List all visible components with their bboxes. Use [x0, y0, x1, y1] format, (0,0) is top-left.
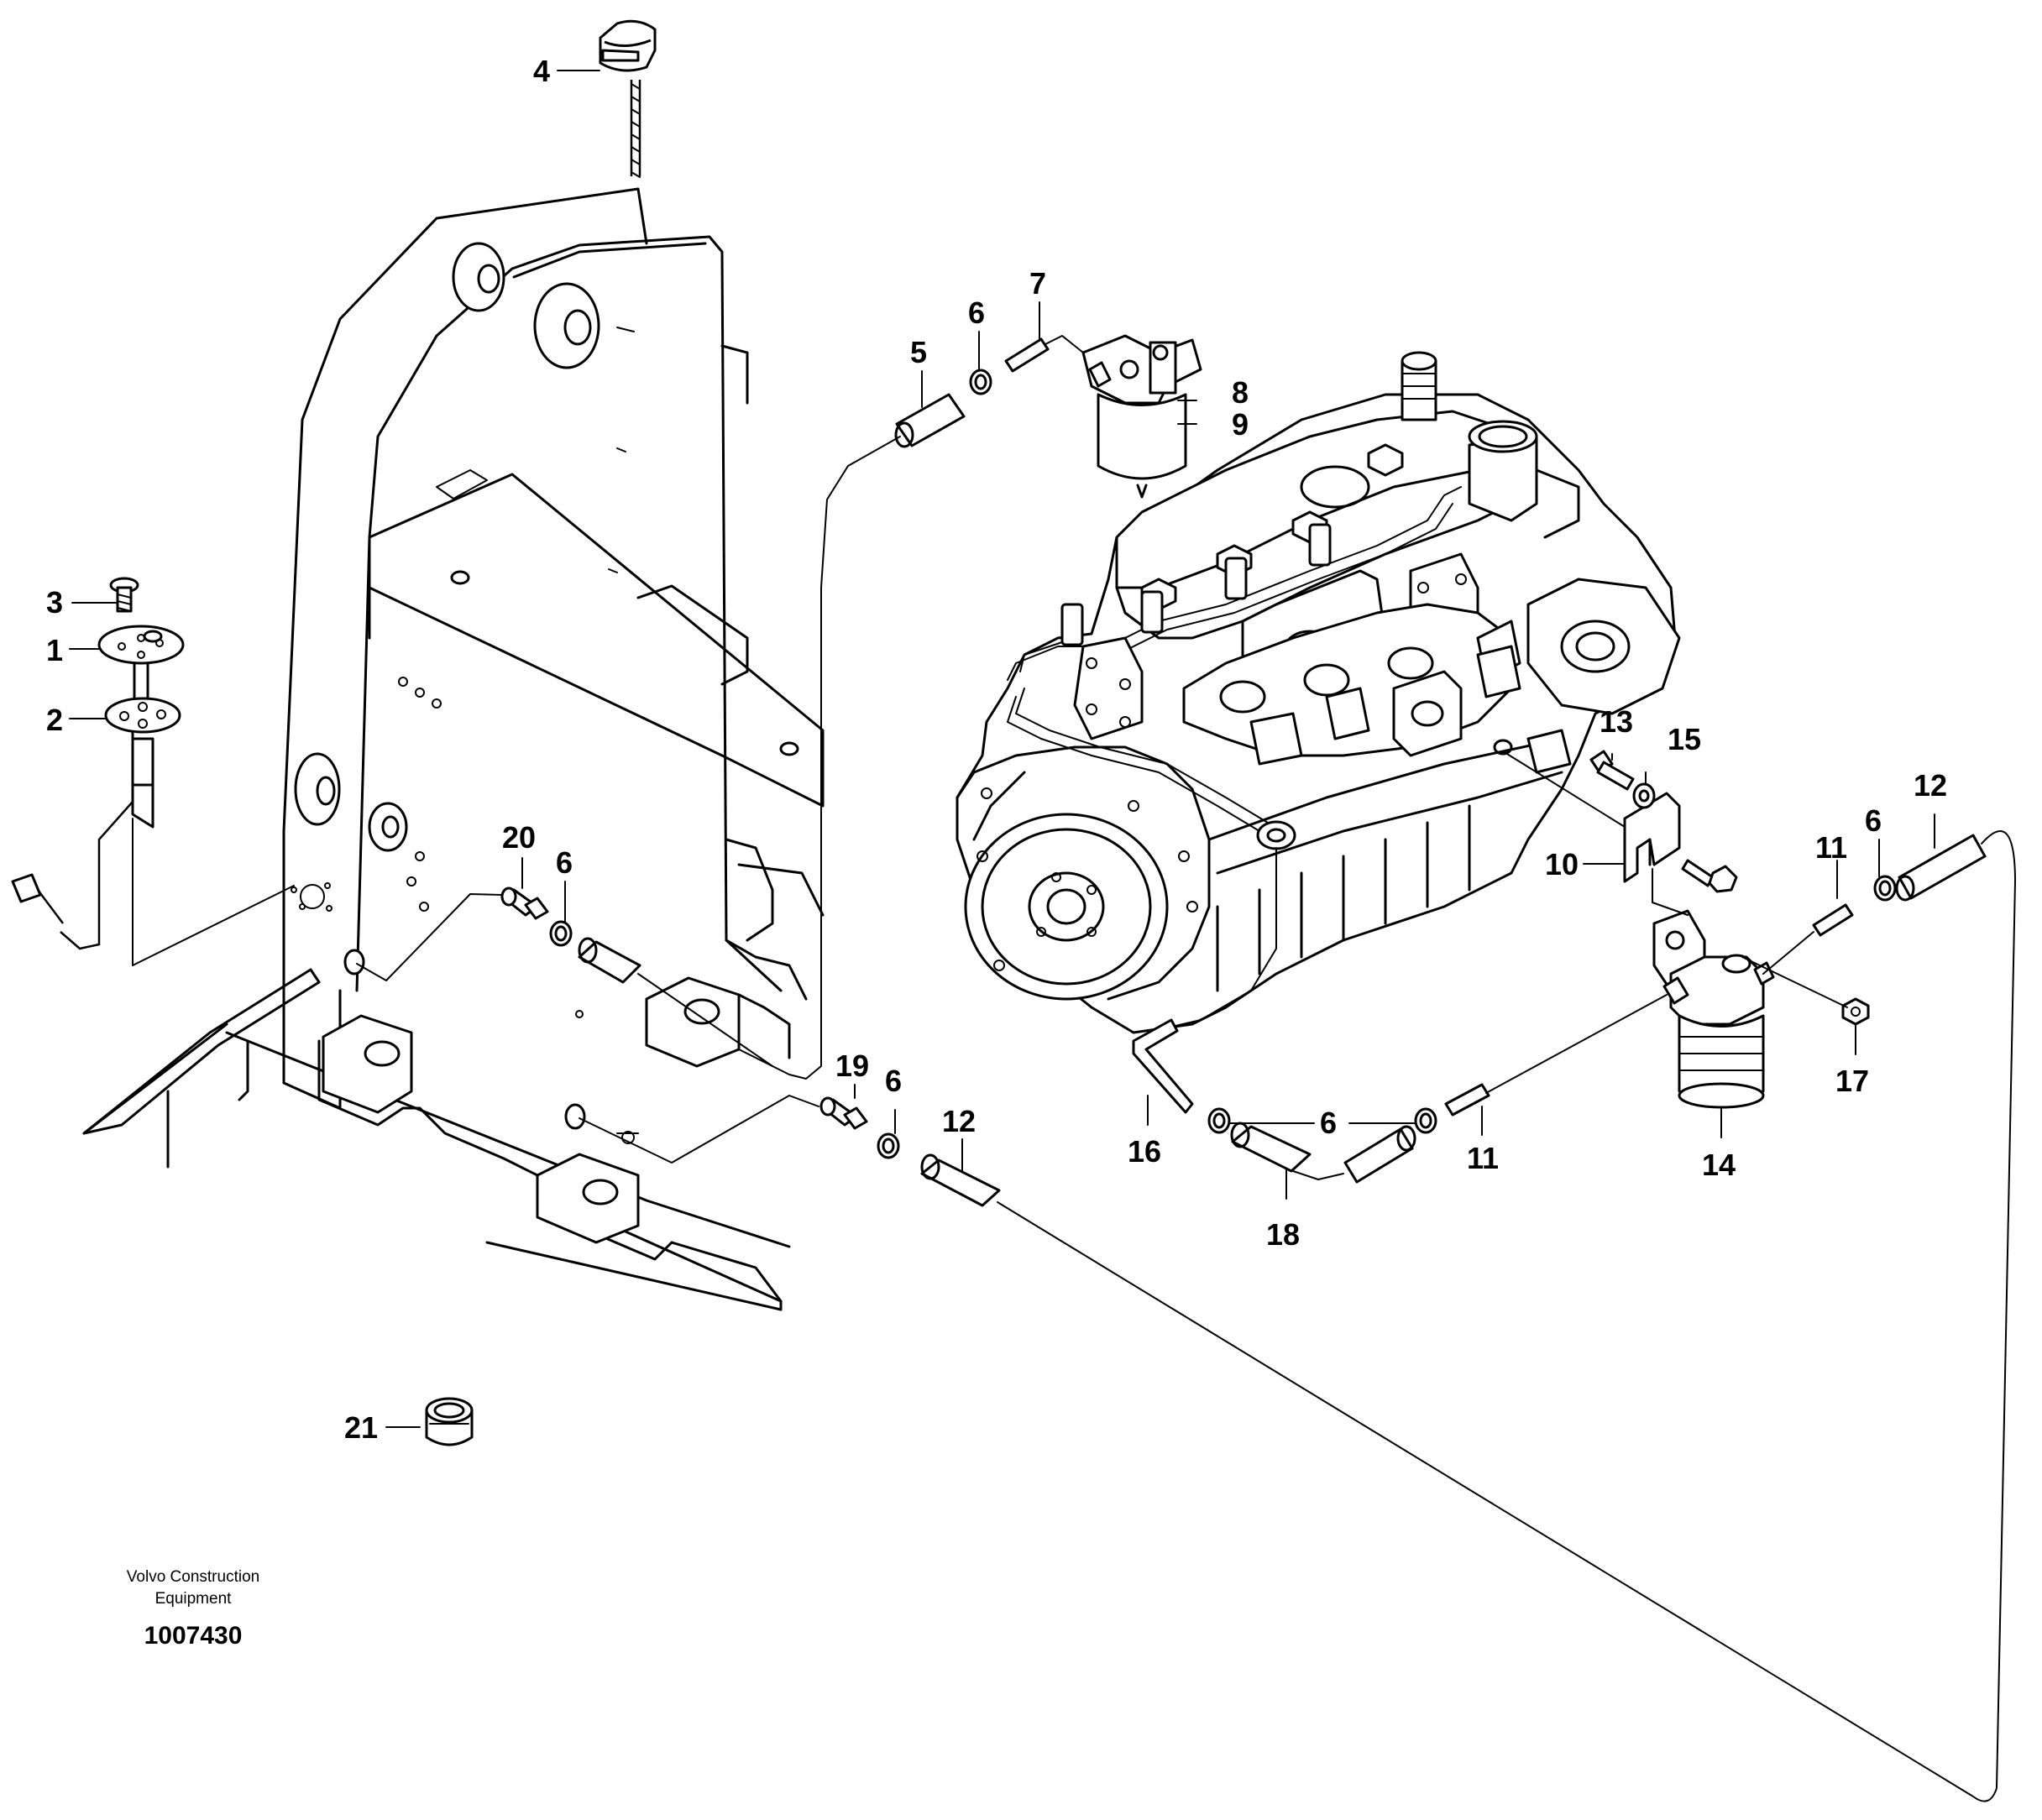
- part-20-fitting: [500, 886, 549, 920]
- callout-6: 6: [556, 845, 573, 880]
- engine-block: [956, 351, 1681, 1034]
- part-5-hose: [894, 393, 966, 448]
- callout-6: 6: [1320, 1106, 1337, 1140]
- callout-19: 19: [835, 1049, 869, 1083]
- callout-14: 14: [1702, 1148, 1736, 1182]
- part-16-bent-pipe: [1132, 1018, 1194, 1114]
- part-17-nut: [1841, 997, 1870, 1026]
- callout-20: 20: [502, 820, 536, 855]
- part-3-screw: [109, 577, 139, 613]
- machine-frame: [82, 187, 825, 1311]
- callout-6: 6: [968, 295, 985, 330]
- part-7-pipe: [1004, 337, 1050, 373]
- hose-piece: [578, 937, 641, 984]
- callout-15: 15: [1668, 722, 1701, 756]
- fuel-lines: [132, 335, 2016, 1802]
- part-21-plug: [425, 1397, 474, 1446]
- callout-12: 12: [942, 1104, 976, 1138]
- drawing-footer: Volvo Construction Equipment 1007430: [127, 1568, 259, 1650]
- part-19-fitting: [819, 1096, 868, 1130]
- callout-3: 3: [46, 585, 63, 620]
- part-11-pipe-upper: [1812, 903, 1854, 937]
- part-14-water-separator: [1652, 909, 1775, 1109]
- callout-4: 4: [533, 54, 550, 88]
- part-15-washer: [1632, 782, 1656, 809]
- part-12-hose-lower: [920, 1153, 1001, 1207]
- callout-labels: 4 3 1 2 5 6 7 8 9 10 13 15 11 6 12 17 14…: [46, 54, 1947, 1445]
- callout-11: 11: [1467, 1141, 1499, 1175]
- part-1-2-fuel-sender: [11, 625, 185, 950]
- part-12-hose-upper: [1895, 834, 1987, 902]
- part-6-hose-clamp: [549, 369, 1897, 1159]
- callout-13: 13: [1600, 704, 1633, 739]
- part-4-fuel-cap: [599, 19, 657, 178]
- part-11-pipe-lower: [1444, 1083, 1490, 1117]
- callout-21: 21: [344, 1410, 378, 1445]
- bracket-bolt: [1681, 859, 1738, 893]
- part-10-bracket: [1623, 792, 1681, 883]
- callout-16: 16: [1128, 1134, 1161, 1169]
- part-13-bolt: [1589, 750, 1635, 791]
- callout-1: 1: [46, 633, 63, 667]
- company-name-line2: Equipment: [155, 1590, 233, 1608]
- callout-8: 8: [1232, 375, 1249, 410]
- callout-9: 9: [1232, 407, 1249, 442]
- callout-17: 17: [1835, 1064, 1869, 1098]
- callout-2: 2: [46, 703, 63, 737]
- leader-lines: [69, 70, 1935, 1428]
- callout-11: 11: [1815, 830, 1847, 865]
- callout-7: 7: [1029, 266, 1046, 301]
- drawing-number: 1007430: [144, 1622, 243, 1650]
- callout-12: 12: [1914, 768, 1947, 803]
- company-name-line1: Volvo Construction: [127, 1568, 259, 1586]
- callout-10: 10: [1545, 847, 1579, 881]
- callout-18: 18: [1266, 1217, 1300, 1252]
- part-8-9-fuel-filter: [1081, 334, 1202, 499]
- callout-6: 6: [885, 1064, 902, 1098]
- callout-5: 5: [910, 335, 927, 369]
- callout-6: 6: [1865, 803, 1882, 838]
- part-18-hose: [1230, 1122, 1416, 1184]
